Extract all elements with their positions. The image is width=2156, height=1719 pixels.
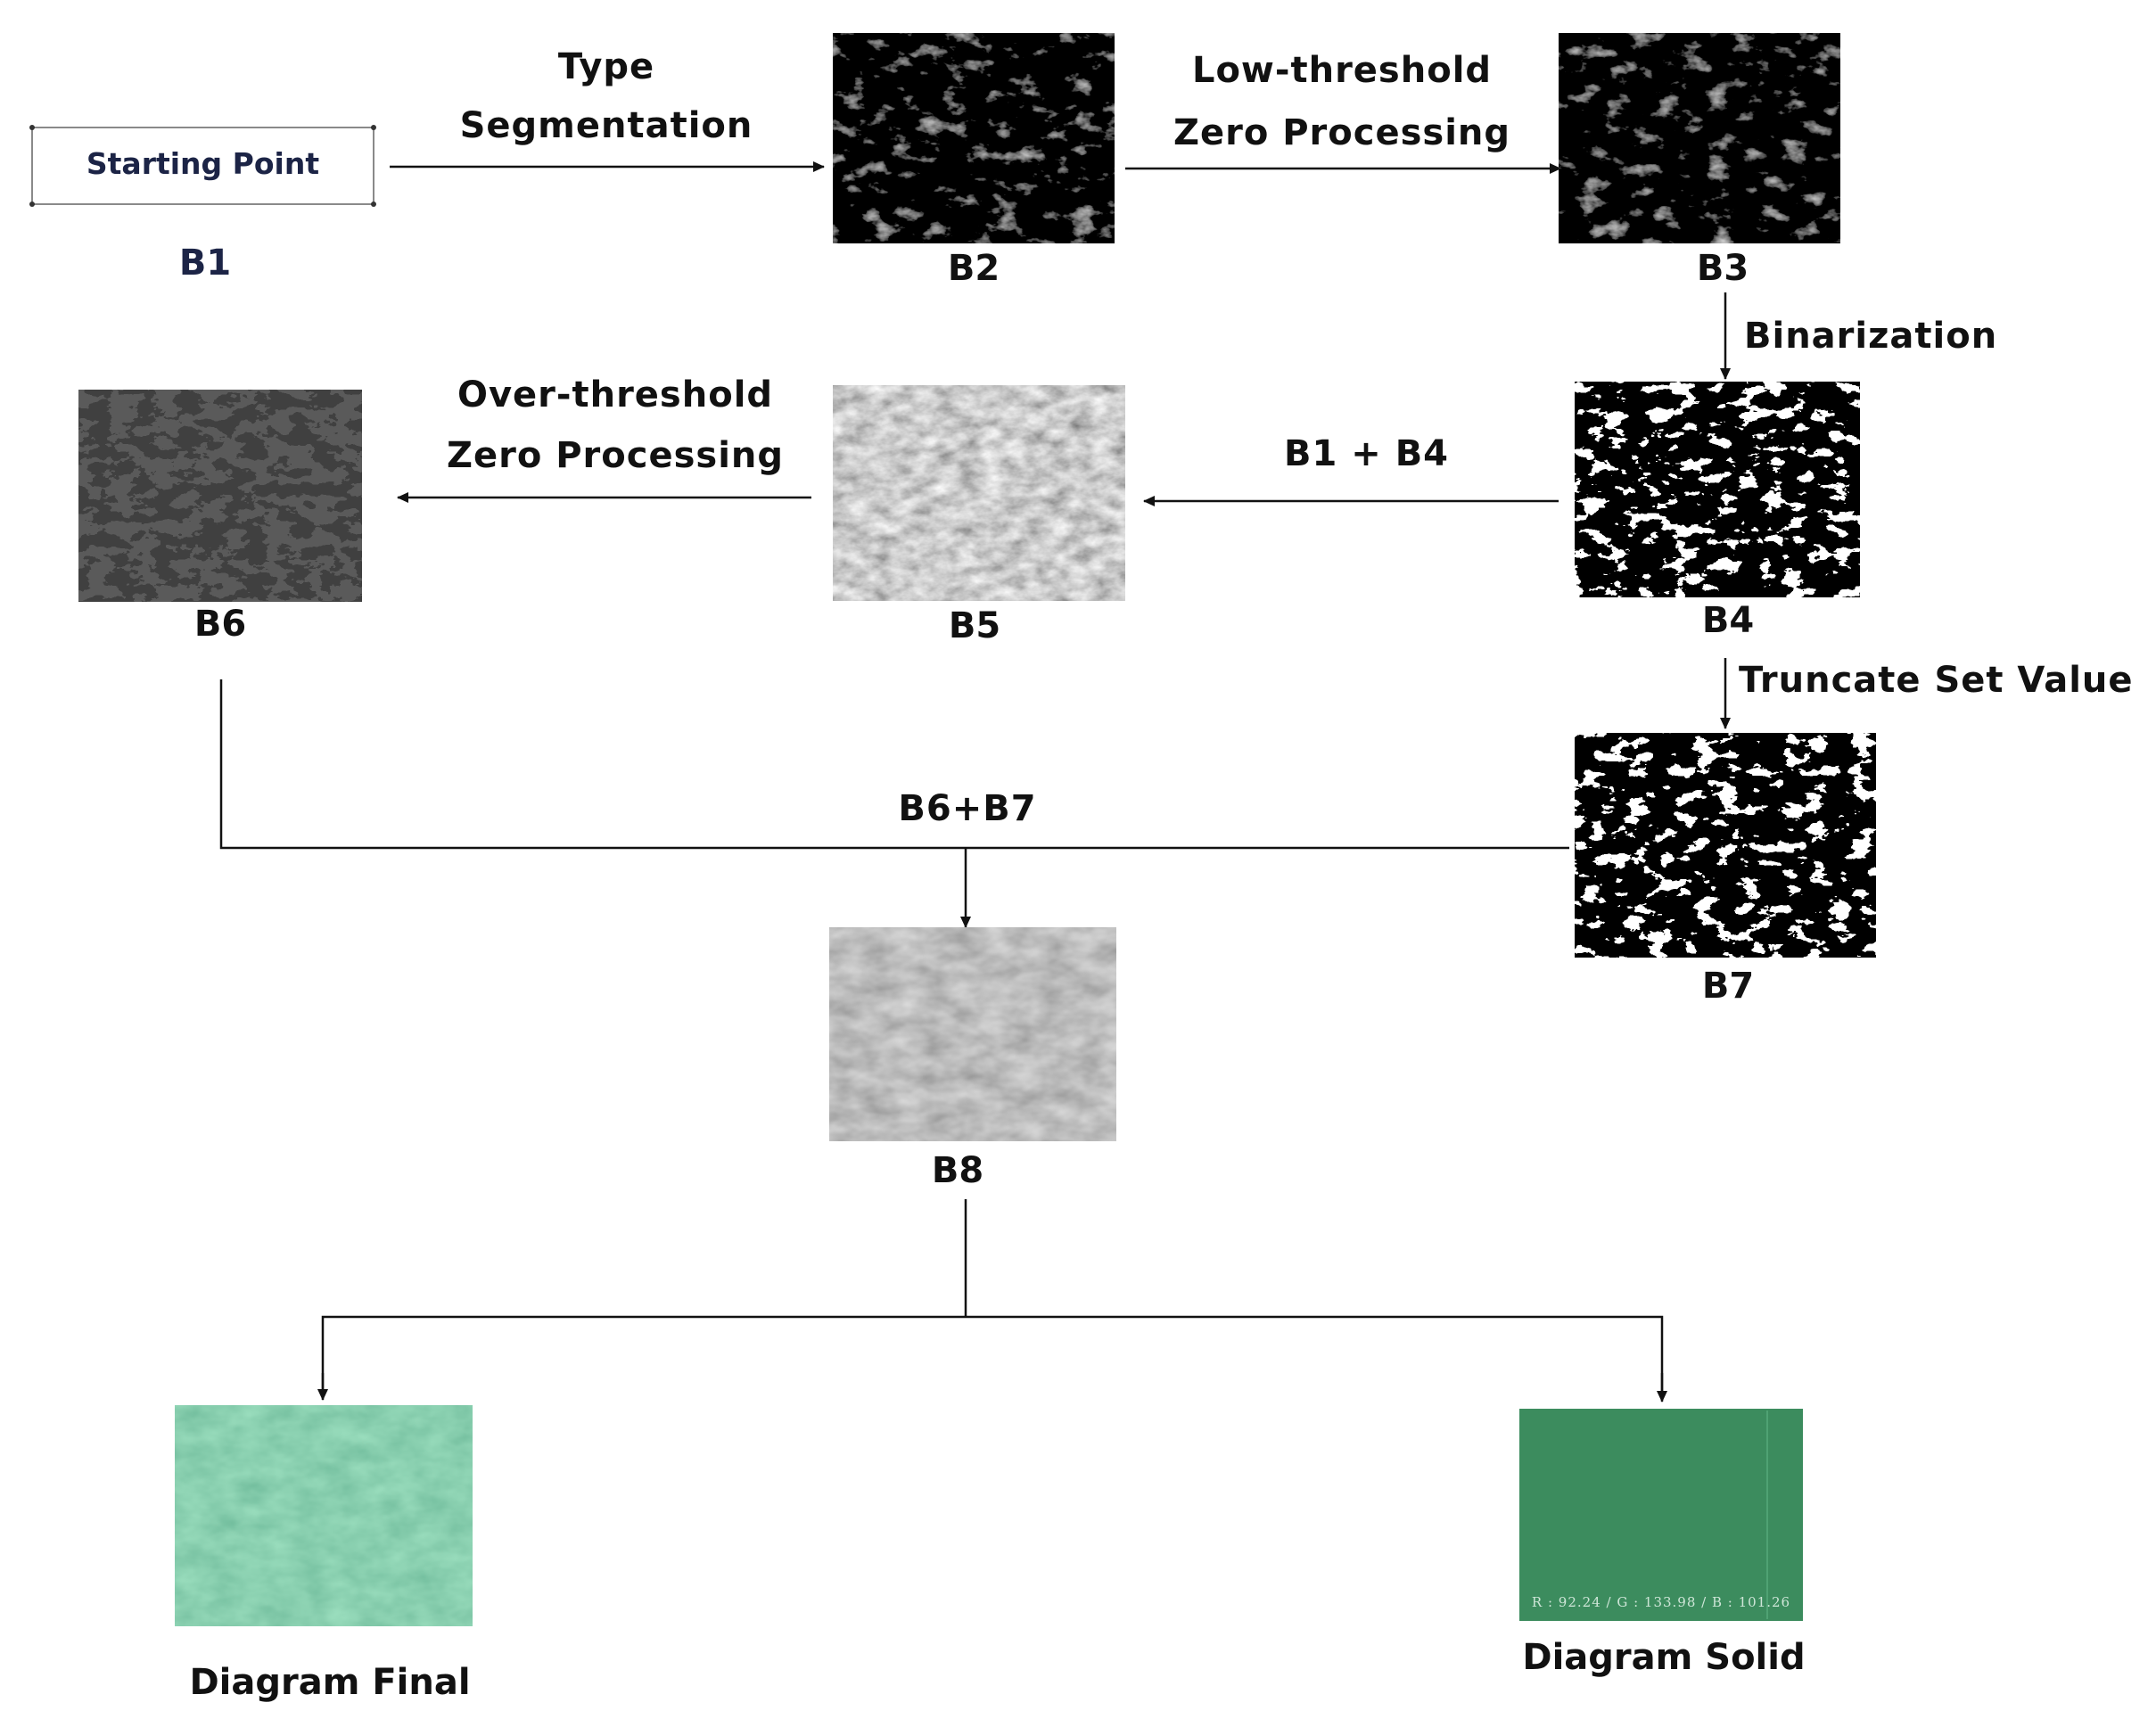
edge-label-over-threshold: Over-threshold	[457, 374, 774, 415]
diagram-final-label: Diagram Final	[189, 1662, 471, 1703]
edge-label-low-threshold: Low-threshold	[1191, 50, 1493, 91]
edge-label-binarization: Binarization	[1744, 316, 1998, 357]
b8-image	[829, 927, 1116, 1141]
b3-label: B3	[1696, 248, 1749, 289]
b8-label: B8	[931, 1150, 984, 1191]
b5-label: B5	[948, 605, 1001, 646]
b7-image	[1575, 733, 1876, 958]
diagram-solid-label: Diagram Solid	[1522, 1637, 1806, 1678]
b6-image	[78, 390, 362, 602]
b2-image	[833, 33, 1115, 243]
edge-label-b6-plus-b7: B6+B7	[898, 788, 1037, 829]
b5-image	[833, 385, 1125, 601]
diagram-solid-image	[1519, 1409, 1803, 1621]
b4-label: B4	[1701, 600, 1755, 641]
diagram-final-image	[175, 1405, 473, 1626]
edge-label-b1-plus-b4: B1 + B4	[1284, 433, 1450, 474]
edge-label-segmentation: Segmentation	[459, 105, 753, 146]
b4-image	[1575, 382, 1860, 597]
b7-label: B7	[1701, 966, 1755, 1007]
edge-label-zero-processing-1: Zero Processing	[1173, 112, 1511, 153]
b1-label: B1	[178, 243, 232, 284]
diagram-solid-overlay: R : 92.24 / G : 133.98 / B : 101.26	[1519, 1409, 1803, 1621]
rgb-readout: R : 92.24 / G : 133.98 / B : 101.26	[1531, 1594, 1791, 1610]
edge-label-type: Type	[557, 46, 655, 87]
starting-point-text: Starting Point	[86, 146, 320, 181]
starting-point-box: Starting Point	[29, 125, 376, 207]
edge-label-zero-processing-2: Zero Processing	[446, 435, 785, 476]
b3-image	[1559, 33, 1840, 243]
b6-label: B6	[193, 604, 247, 645]
b2-label: B2	[947, 248, 1000, 289]
edge-label-truncate: Truncate Set Value	[1739, 660, 2134, 701]
